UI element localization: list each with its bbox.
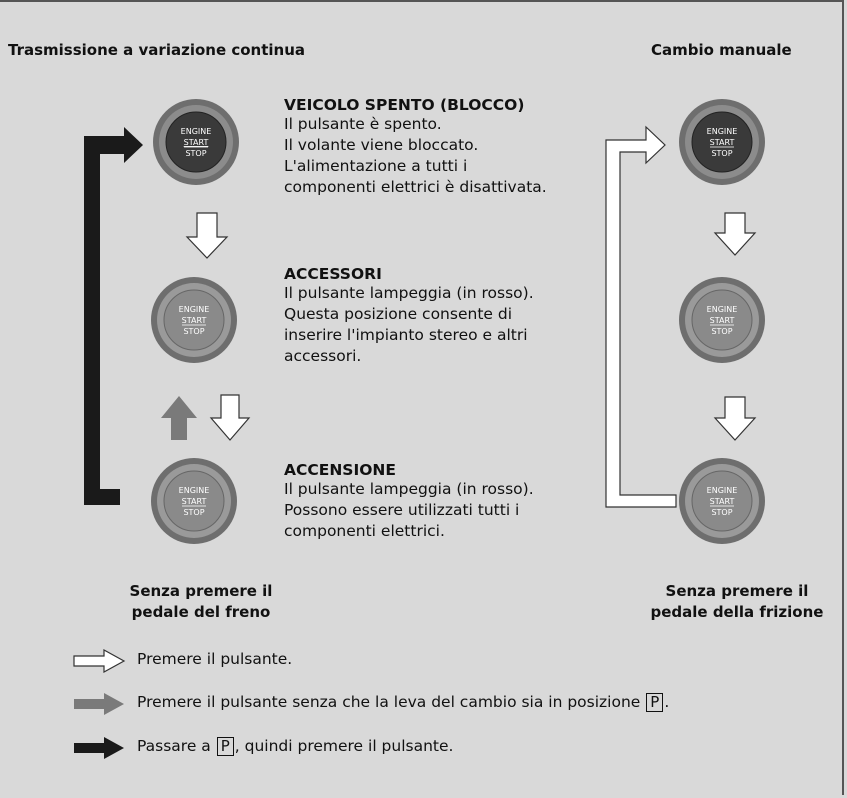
down-arrow-left-2 xyxy=(209,394,251,441)
engine-button-acc-right: ENGINE START STOP xyxy=(678,276,766,364)
engine-button-acc-left: ENGINE START STOP xyxy=(150,276,238,364)
state-description: Il pulsante lampeggia (in rosso). Questa… xyxy=(284,284,534,365)
svg-text:STOP: STOP xyxy=(183,327,204,336)
state-title: ACCENSIONE xyxy=(284,461,396,479)
note-clutch-pedal: Senza premere il pedale della frizione xyxy=(650,582,824,621)
engine-button-on-right: ENGINE START STOP xyxy=(678,457,766,545)
legend-gray-text: Premere il pulsante senza che la leva de… xyxy=(137,693,670,712)
engine-button-off-left: ENGINE START STOP xyxy=(152,98,240,186)
note-brake-pedal: Senza premere il pedale del freno xyxy=(129,582,273,621)
state-title: ACCESSORI xyxy=(284,265,382,283)
svg-text:STOP: STOP xyxy=(711,327,732,336)
down-arrow-left-1 xyxy=(185,212,229,259)
svg-text:ENGINE: ENGINE xyxy=(179,486,210,495)
state-title: VEICOLO SPENTO (BLOCCO) xyxy=(284,96,525,114)
svg-text:STOP: STOP xyxy=(183,508,204,517)
gray-up-arrow xyxy=(161,396,197,440)
svg-text:ENGINE: ENGINE xyxy=(707,486,738,495)
state-description: Il pulsante è spento. Il volante viene b… xyxy=(284,115,547,196)
svg-text:START: START xyxy=(710,316,735,325)
svg-text:START: START xyxy=(182,316,207,325)
heading-cvt: Trasmissione a variazione continua xyxy=(8,41,306,59)
down-arrow-right-1 xyxy=(713,212,757,256)
svg-text:STOP: STOP xyxy=(185,149,206,158)
down-arrow-right-2 xyxy=(713,396,757,441)
state-accessory: ACCESSORI Il pulsante lampeggia (in ross… xyxy=(284,265,584,367)
svg-text:START: START xyxy=(710,497,735,506)
engine-button-on-left: ENGINE START STOP xyxy=(150,457,238,545)
black-loop-arrow xyxy=(84,127,143,505)
gear-p-box: P xyxy=(216,737,234,756)
legend-gray-arrow-icon xyxy=(74,693,124,715)
svg-text:STOP: STOP xyxy=(711,508,732,517)
gear-p-box: P xyxy=(646,693,664,712)
svg-text:ENGINE: ENGINE xyxy=(707,127,738,136)
legend-black-text: Passare a P, quindi premere il pulsante. xyxy=(137,737,454,756)
svg-text:ENGINE: ENGINE xyxy=(179,305,210,314)
state-off: VEICOLO SPENTO (BLOCCO) Il pulsante è sp… xyxy=(284,96,584,198)
svg-text:START: START xyxy=(184,138,209,147)
legend-white-arrow-icon xyxy=(73,649,126,673)
svg-text:STOP: STOP xyxy=(711,149,732,158)
state-ignition: ACCENSIONE Il pulsante lampeggia (in ros… xyxy=(284,461,584,542)
svg-text:START: START xyxy=(182,497,207,506)
white-loop-arrow xyxy=(605,125,677,508)
svg-text:START: START xyxy=(710,138,735,147)
heading-manual: Cambio manuale xyxy=(651,41,792,59)
legend-black-arrow-icon xyxy=(74,737,124,759)
state-description: Il pulsante lampeggia (in rosso). Posson… xyxy=(284,480,534,540)
svg-text:ENGINE: ENGINE xyxy=(707,305,738,314)
engine-button-off-right: ENGINE START STOP xyxy=(678,98,766,186)
svg-text:ENGINE: ENGINE xyxy=(181,127,212,136)
legend-white-text: Premere il pulsante. xyxy=(137,650,293,668)
